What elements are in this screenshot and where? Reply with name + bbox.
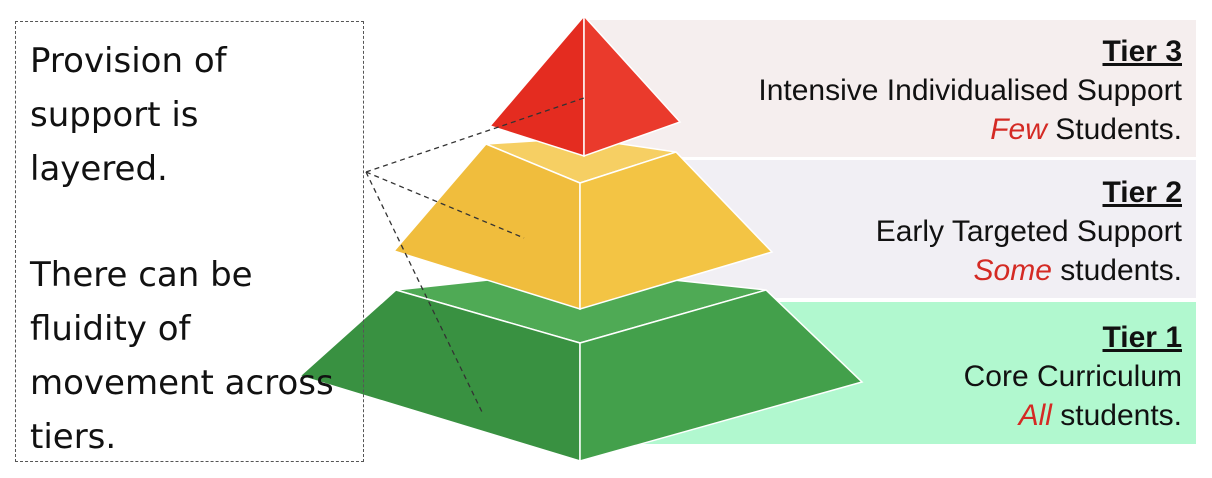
tier-2-title: Tier 2 (1102, 176, 1183, 209)
tier-1-title: Tier 1 (1102, 321, 1183, 354)
connector-lines (365, 97, 585, 413)
tier-2-subtitle: Early Targeted Support (875, 215, 1182, 248)
tier-3-reach: Few Students. (758, 110, 1182, 149)
tier-2-right-face (579, 151, 774, 311)
tier-3-emphasis: Few (990, 113, 1047, 146)
connector-line-tier-3 (365, 97, 585, 173)
tier-3-right-face (583, 14, 682, 158)
note-line: Provision of (30, 41, 227, 81)
tier-3-band (586, 20, 1196, 157)
note-line: movement across (30, 363, 334, 403)
note-spacer (30, 196, 363, 248)
tier-3-title: Tier 3 (1102, 35, 1183, 68)
tier-3-layer (488, 13, 682, 158)
tier-3-subtitle: Intensive Individualised Support (758, 74, 1182, 107)
tier-1-subtitle: Core Curriculum (963, 360, 1182, 393)
tier-2-suffix: students. (1051, 254, 1182, 287)
connector-line-tier-2 (365, 171, 525, 239)
tier-2-reach: Some students. (876, 251, 1182, 290)
note-line: support is (30, 95, 199, 135)
tier-1-emphasis: All (1018, 399, 1052, 432)
tier-3-left-face (488, 13, 585, 158)
tier-2-emphasis: Some (973, 254, 1052, 287)
note-line: There can be (30, 255, 253, 295)
tier-1-reach: All students. (964, 396, 1182, 435)
tier-3-label: Tier 3 Intensive Individualised Support … (758, 32, 1182, 149)
note-line: layered. (30, 149, 168, 189)
note-line: tiers. (30, 417, 117, 457)
tier-1-layer (298, 269, 864, 463)
layered-support-note: Provision of support is layered. There c… (15, 21, 364, 462)
tier-2-layer (392, 137, 774, 311)
tier-3-suffix: Students. (1046, 113, 1182, 146)
tier-1-right-face (579, 289, 864, 462)
tier-1-label: Tier 1 Core Curriculum All students. (964, 318, 1182, 435)
tier-1-suffix: students. (1051, 399, 1182, 432)
note-line: fluidity of (30, 309, 191, 349)
tier-2-label: Tier 2 Early Targeted Support Some stude… (876, 173, 1182, 290)
